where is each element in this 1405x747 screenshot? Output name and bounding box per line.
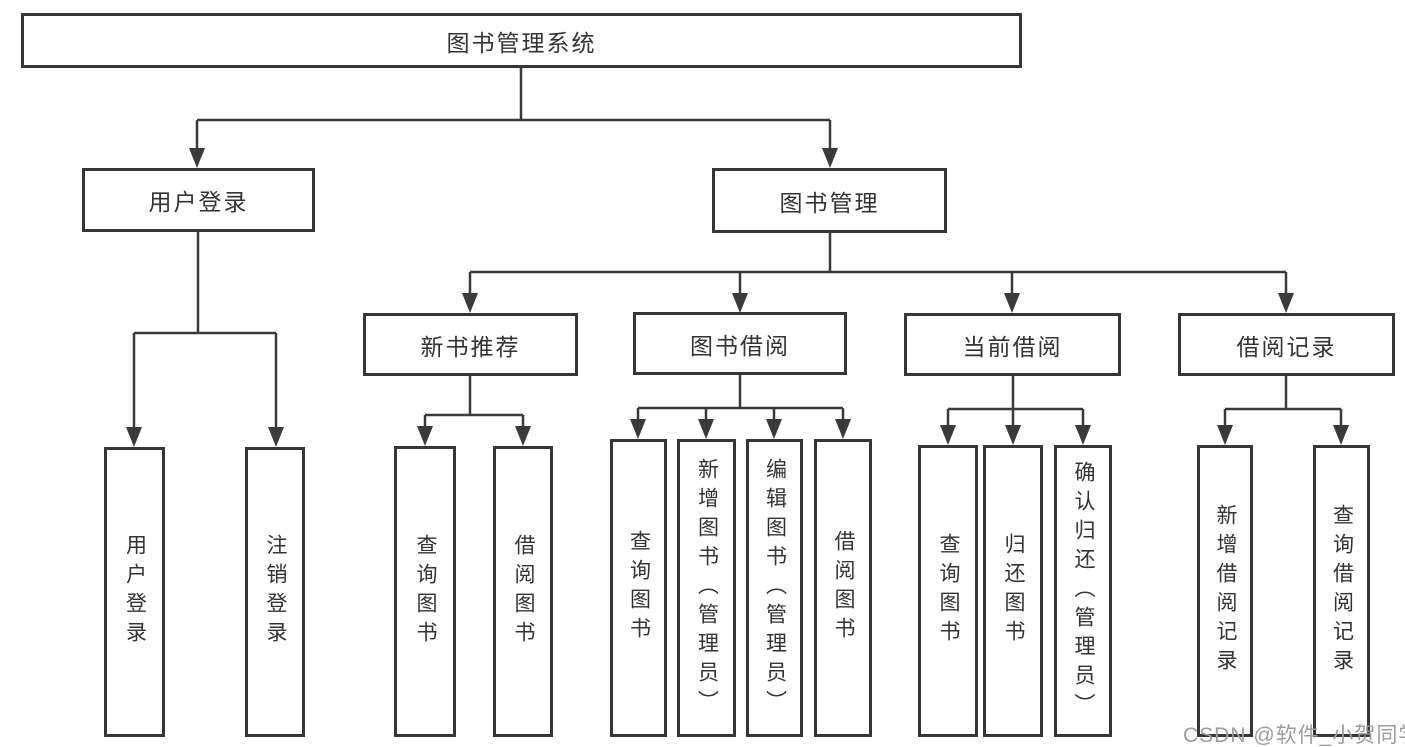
leaf-logout: 注销登录: [245, 447, 305, 737]
node-new-book-recommendation: 新书推荐: [363, 313, 578, 376]
node-current-borrowing: 当前借阅: [904, 313, 1121, 376]
node-label: 借阅记录: [1236, 333, 1337, 360]
node-label: 图书借阅: [690, 332, 790, 359]
leaf-add-book-admin: 新增图书（管理员）: [677, 439, 736, 737]
node-label: 查询图书: [937, 533, 960, 649]
node-label: 查询借阅记录: [1330, 504, 1354, 678]
leaf-query-books-borrow: 查询图书: [610, 439, 667, 737]
node-label: 确认归还（管理员）: [1072, 460, 1095, 722]
leaf-add-borrow-record: 新增借阅记录: [1197, 445, 1253, 737]
leaf-borrow-books: 借阅图书: [814, 439, 872, 737]
node-label: 新增借阅记录: [1214, 504, 1237, 678]
leaf-borrow-books-rec: 借阅图书: [493, 446, 553, 737]
node-label: 图书管理系统: [446, 29, 597, 56]
node-label: 当前借阅: [962, 333, 1063, 360]
node-label: 编辑图书（管理员）: [763, 457, 787, 719]
leaf-user-login: 用户登录: [104, 447, 165, 737]
node-label: 借阅图书: [512, 533, 535, 650]
node-book-borrowing: 图书借阅: [633, 312, 847, 375]
node-user-login: 用户登录: [82, 168, 315, 232]
node-label: 借阅图书: [832, 530, 855, 646]
node-label: 查询图书: [627, 530, 651, 646]
node-label: 注销登录: [264, 534, 287, 650]
node-label: 归还图书: [1002, 533, 1025, 649]
node-library-management-system: 图书管理系统: [21, 13, 1022, 68]
leaf-edit-book-admin: 编辑图书（管理员）: [746, 439, 803, 737]
leaf-return-books: 归还图书: [983, 445, 1043, 737]
arrowheads: [126, 148, 1349, 447]
csdn-watermark: CSDN @软件_小贺同学: [1183, 724, 1405, 747]
leaf-query-books-rec: 查询图书: [394, 446, 456, 737]
leaf-query-books-current: 查询图书: [918, 445, 978, 737]
node-label: 图书管理: [779, 189, 880, 216]
node-label: 新书推荐: [420, 333, 521, 360]
node-borrowing-records: 借阅记录: [1178, 313, 1395, 376]
node-label: 用户登录: [148, 189, 249, 215]
node-book-management: 图书管理: [712, 168, 947, 233]
leaf-confirm-return-admin: 确认归还（管理员）: [1054, 445, 1112, 737]
leaf-query-borrow-record: 查询借阅记录: [1313, 445, 1370, 737]
node-label: 用户登录: [123, 534, 147, 650]
node-label: 查询图书: [414, 533, 437, 650]
node-label: 新增图书（管理员）: [695, 457, 719, 719]
